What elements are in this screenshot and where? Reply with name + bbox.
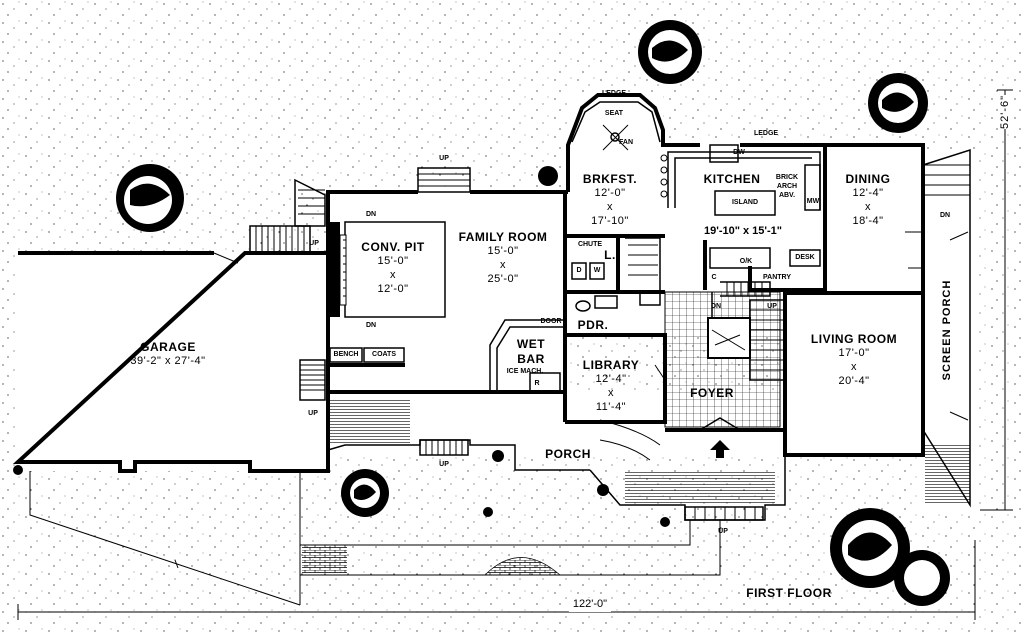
garage-label: GARAGE 39'-2" x 27'-4" [130,340,206,367]
stairs-up-label: UP [718,528,728,535]
porch-label: PORCH [545,447,591,461]
conv-pit [328,221,446,318]
family-room-label: FAMILY ROOM 15'-0" x 25'-0" [458,230,548,285]
tree-icon [868,73,928,133]
ledge-top-label: LEDGE [601,90,627,97]
powder-room-label: PDR. [577,318,609,332]
foyer-floor [664,281,786,428]
tree-icon [116,164,184,232]
kitchen-label: KITCHEN [703,172,761,186]
stairs-down-label: DN [365,322,377,329]
stairs-down-label: DN [710,303,722,310]
door-label: DOOR [540,318,562,325]
refrigerator-label: R [534,380,540,387]
coats-label: COATS [372,351,396,358]
dryer-label: D [576,267,582,274]
fan-label: FAN [619,139,633,146]
porch [327,392,786,521]
stairs-up-label: UP [439,461,449,468]
pantry-label: PANTRY [763,274,791,281]
oven-label: O/K [739,258,753,265]
breakfast-label: BRKFST. 12'-0" x 17'-10" [582,172,638,227]
washer-label: W [593,267,601,274]
ledge-label: LEDGE [753,130,779,137]
dishwasher-label: DW [733,149,745,156]
microwave-label: MW [806,198,820,205]
foyer-label: FOYER [690,386,734,400]
shrub-icon [13,166,670,527]
laundry-label: L. [604,248,616,262]
wet-bar-label: WET BAR [516,337,546,366]
walkway [300,520,721,576]
closet-label: C [711,274,717,281]
library-label: LIBRARY 12'-4" x 11'-4" [582,358,640,413]
driveway [29,471,301,606]
breakfast-bay [571,101,668,198]
overall-width: 122'-0" [568,598,612,612]
dining-doors [905,231,923,269]
stairs-down-label: DN [939,212,951,219]
bench-coats [329,347,405,367]
island-label: ISLAND [731,199,759,206]
laundry-pdr [565,234,665,337]
floor-title: FIRST FLOOR [746,586,832,600]
dimension-lines [17,89,1013,620]
stairs-up-label: UP [767,303,777,310]
stairs-up-label: UP [439,155,449,162]
bench-label: BENCH [333,351,359,358]
desk-label: DESK [795,254,815,261]
living-room-label: LIVING ROOM 17'-0" x 20'-4" [810,332,898,387]
kitchen-size: 19'-10" x 15'-1" [703,225,783,237]
seat-label: SEAT [604,110,624,117]
entry-arrow [710,440,730,458]
library [654,364,666,381]
ice-machine-label: ICE MACH. [506,368,544,375]
entry-door [699,417,741,431]
overall-depth: 52'-6" [999,94,1011,130]
chute-label: CHUTE [577,241,603,248]
kitchen-fixtures [667,144,825,292]
stairs-up-label: UP [308,410,318,417]
wet-bar [489,319,565,393]
screen-porch-label: SCREEN PORCH [941,279,953,381]
family-steps [417,167,471,193]
conv-pit-label: CONV. PIT 15'-0" x 12'-0" [361,240,425,295]
tree-icon [638,20,702,84]
house-footprint [18,95,975,510]
tree-icon [341,469,389,517]
stairs-down-label: DN [365,211,377,218]
screen-porch [922,148,971,508]
tree-icon [830,508,950,606]
dining-label: DINING 12'-4" x 18'-4" [845,172,891,227]
garage-stairs [249,178,326,401]
stairs-up-label: UP [309,240,319,247]
